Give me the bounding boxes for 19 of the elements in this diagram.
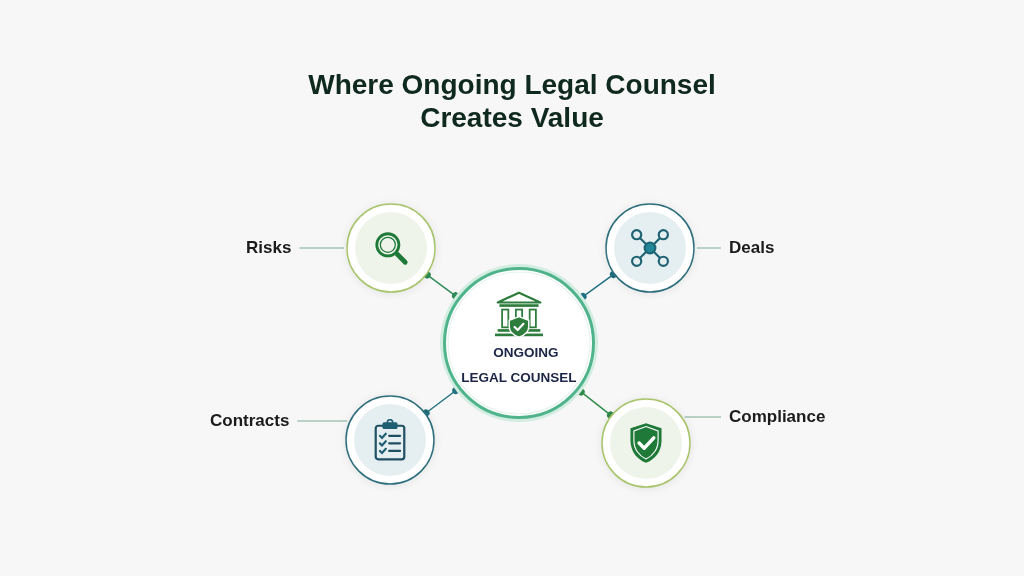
category-label: Deals — [729, 238, 775, 258]
icon-circle — [345, 395, 435, 485]
diagram-title: Where Ongoing Legal Counsel Creates Value — [307, 68, 717, 134]
category-label: Compliance — [729, 407, 826, 427]
leader-line — [696, 247, 722, 249]
icon-circle — [605, 203, 695, 293]
icon-circle — [601, 398, 691, 488]
category-label: Risks — [246, 238, 292, 258]
connector-line — [422, 386, 460, 417]
leader-line — [298, 247, 345, 249]
leader-line — [684, 416, 722, 418]
connector-line — [423, 271, 460, 300]
icon-circle — [346, 203, 436, 293]
connector-line — [577, 388, 615, 419]
leader-line — [296, 420, 348, 422]
hub-label: ONGOING LEGAL COUNSEL — [460, 344, 578, 387]
connector-line — [579, 270, 618, 301]
hub-circle — [440, 264, 598, 422]
category-label: Contracts — [210, 411, 290, 431]
